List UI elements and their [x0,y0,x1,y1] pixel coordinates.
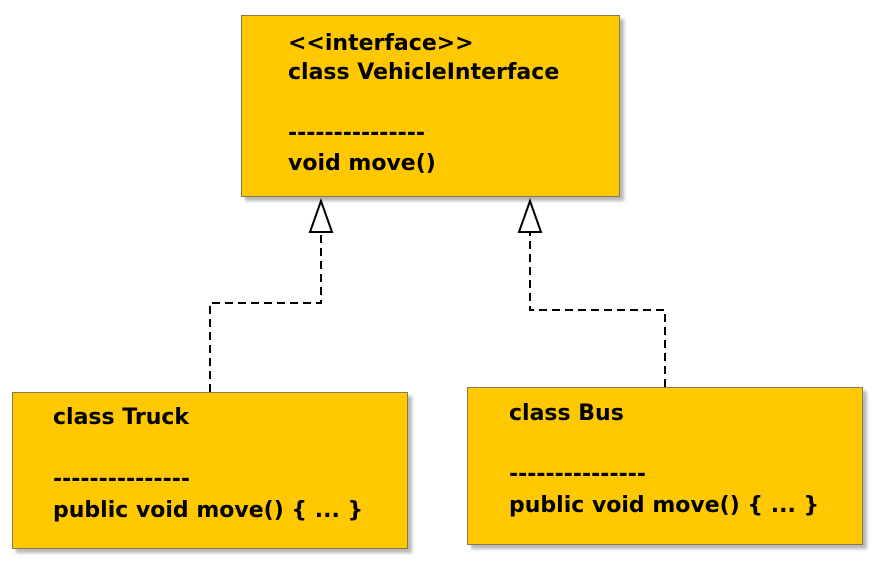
bus-class-box[interactable]: class Bus --------------- public void mo… [467,387,863,545]
bus-method: public void move() { ... } [509,493,820,518]
truck-realization-arrowhead [308,198,334,233]
truck-separator: --------------- [53,467,190,492]
interface-stereotype: <<interface>> [288,31,474,56]
truck-class-box[interactable]: class Truck --------------- public void … [12,392,408,549]
truck-class-name: class Truck [53,405,190,430]
bus-realization-line [529,232,666,387]
bus-separator: --------------- [509,462,646,487]
vehicle-interface-box[interactable]: <<interface>> class VehicleInterface ---… [241,15,620,197]
interface-class-name: class VehicleInterface [288,60,560,85]
truck-realization-line [209,232,322,392]
interface-method: void move() [288,151,436,176]
bus-realization-arrowhead [517,198,543,233]
interface-separator: --------------- [288,121,425,146]
bus-class-name: class Bus [509,401,624,426]
truck-method: public void move() { ... } [53,498,364,523]
